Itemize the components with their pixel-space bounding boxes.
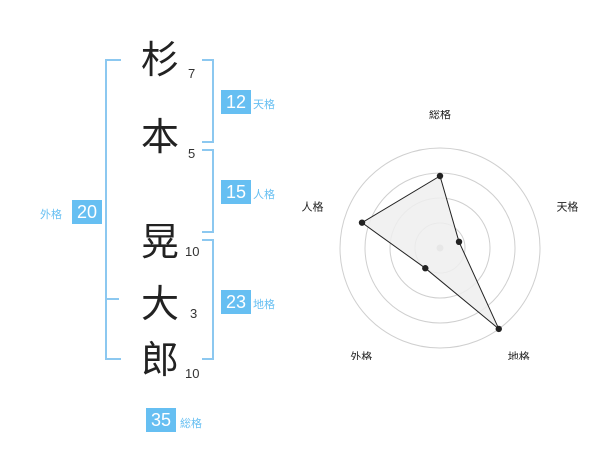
gaikaku-bracket [105, 59, 121, 360]
radar-axis-label-2: 天格 [556, 200, 578, 214]
chikaku-bracket [202, 239, 214, 360]
soukaku-label: 総格 [180, 417, 202, 430]
jinkaku-badge: 15 [221, 180, 251, 204]
radar-point-4 [422, 265, 429, 272]
radar-point-5 [358, 219, 366, 226]
gaikaku-label: 外格 [40, 208, 62, 221]
tenkaku-bracket [202, 59, 214, 143]
radar-point-2 [455, 238, 463, 246]
name-char-1: 杉 [140, 38, 179, 82]
radar-point-1 [436, 172, 444, 180]
tenkaku-badge: 12 [221, 90, 251, 114]
jinkaku-label: 人格 [253, 188, 275, 201]
stroke-count-2: 5 [188, 146, 196, 161]
radar-data-shape [361, 175, 500, 330]
radar-axis-label-5: 人格 [302, 200, 324, 214]
stroke-count-4: 3 [190, 306, 198, 321]
radar-axis-label-4: 外格 [350, 349, 372, 360]
radar-point-3 [495, 325, 502, 333]
stroke-count-5: 10 [185, 366, 200, 381]
name-char-2: 本 [140, 115, 179, 159]
gaikaku-bracket-split [107, 298, 119, 300]
radar-ring-4 [339, 147, 541, 349]
radar-axis-label-1: 総格 [429, 110, 451, 121]
tenkaku-label: 天格 [253, 98, 275, 111]
name-char-3: 晃 [140, 220, 179, 264]
stroke-count-1: 7 [188, 66, 196, 81]
radar-axis-label-3: 地格 [508, 349, 530, 360]
name-char-5: 郎 [140, 338, 179, 382]
name-char-4: 大 [140, 282, 179, 326]
chikaku-badge: 23 [221, 290, 251, 314]
chikaku-label: 地格 [253, 298, 275, 311]
soukaku-badge: 35 [146, 408, 176, 432]
gaikaku-badge: 20 [72, 200, 102, 224]
jinkaku-bracket [202, 149, 214, 233]
stroke-count-3: 10 [185, 244, 200, 259]
